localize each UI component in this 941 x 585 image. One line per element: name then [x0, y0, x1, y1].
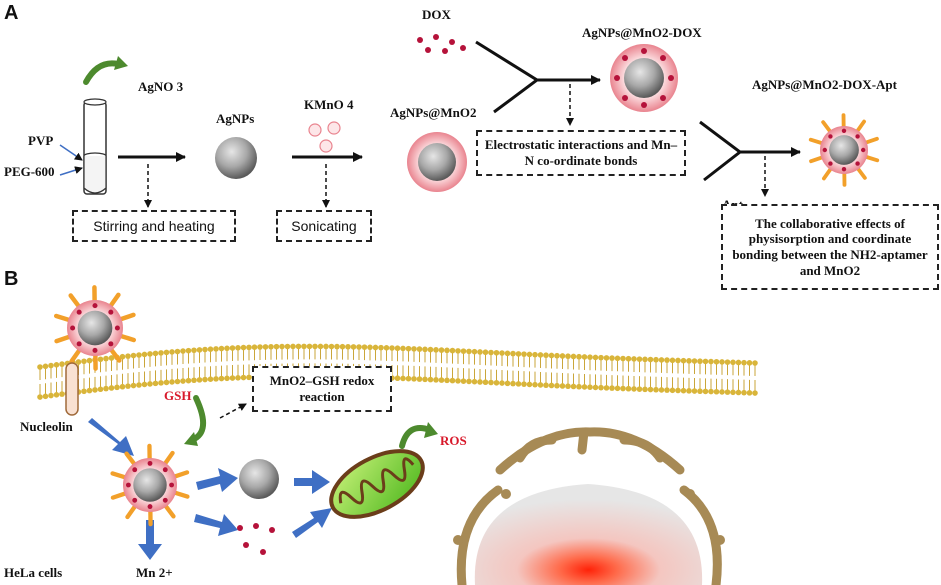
bound-particle-icon: [53, 285, 137, 371]
dox-label: DOX: [422, 7, 451, 22]
stirring-box: Stirring and heating: [72, 210, 236, 242]
panel-a-label: A: [4, 2, 19, 24]
mn-label: Mn 2+: [136, 565, 173, 580]
agno3-label: AgNO 3: [138, 79, 184, 94]
agnps-mno2-dox-label: AgNPs@MnO2-DOX: [582, 25, 702, 40]
test-tube-icon: [83, 98, 107, 195]
agnps-mno2-label: AgNPs@MnO2: [390, 105, 477, 120]
released-agnps-icon: [239, 459, 279, 499]
electrostatic-box: Electrostatic interactions and Mn–N co-o…: [476, 130, 686, 176]
agnps-label: AgNPs: [216, 111, 255, 126]
agnps-mno2-particle-icon: [407, 132, 467, 192]
peg-label: PEG-600: [4, 164, 55, 179]
ros-label: ROS: [440, 433, 467, 448]
sonicating-box: Sonicating: [276, 210, 372, 242]
kmno4-bubbles-icon: [308, 121, 341, 153]
released-dox-icon: [237, 523, 275, 555]
nucleus-icon: [474, 484, 703, 585]
collaborative-box: The collaborative effects of physisorpti…: [721, 204, 939, 290]
merge-arrow-1: [475, 40, 540, 114]
nucleolin-receptor-icon: [65, 362, 79, 416]
agnps-mno2-dox-apt-label: AgNPs@MnO2-DOX-Apt: [752, 77, 897, 92]
agnps-mno2-dox-apt-particle-icon: [808, 113, 880, 187]
peg-pointer-arrow: [59, 166, 83, 176]
agnps-particle-icon: [215, 137, 257, 179]
agnps-mno2-dox-particle-icon: [610, 44, 678, 112]
mitochondrion-icon: [329, 449, 425, 519]
kmno4-label: KMnO 4: [304, 97, 354, 112]
merge-arrow-2: [699, 120, 743, 182]
nucleolin-label: Nucleolin: [20, 419, 73, 434]
dox-molecules-icon: [417, 34, 466, 54]
redox-box: MnO2–GSH redox reaction: [252, 366, 392, 412]
internalized-particle-icon: [110, 443, 190, 527]
gsh-label: GSH: [164, 388, 192, 403]
pvp-label: PVP: [28, 133, 54, 148]
blue-flow-arrows: [88, 418, 332, 560]
dash-to-redox: [219, 403, 247, 419]
pvp-pointer-arrow: [59, 144, 83, 161]
agno3-curved-arrow-icon: [83, 60, 121, 85]
cell-membrane: [37, 343, 758, 400]
hela-label: HeLa cells: [4, 565, 63, 580]
panel-b-label: B: [4, 268, 19, 290]
